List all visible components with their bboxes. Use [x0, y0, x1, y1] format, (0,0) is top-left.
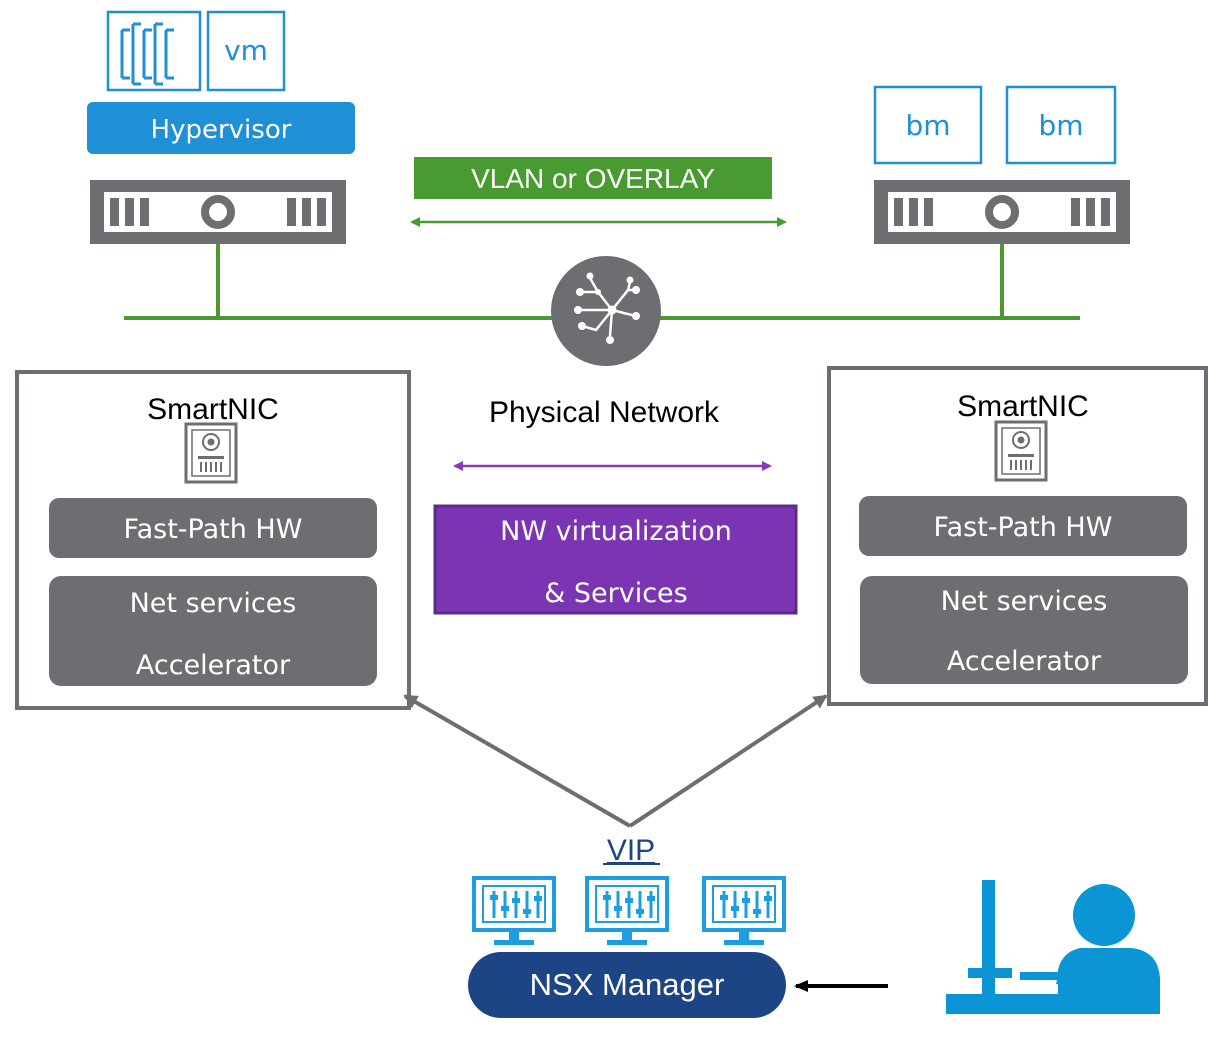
right-smartnic-panel: SmartNIC Fast-Path HW Net services Accel…	[827, 366, 1208, 706]
right-smartnic-title: SmartNIC	[957, 390, 1089, 423]
nw-virtualization-line1: NW virtualization	[500, 516, 732, 547]
nw-virtualization-line2: & Services	[544, 578, 688, 609]
nsx-manager-label: NSX Manager	[530, 967, 725, 1002]
right-fast-path-box: Fast-Path HW	[859, 496, 1187, 556]
bm-box-2: bm	[1005, 85, 1117, 165]
transport-badge: VLAN or OVERLAY	[414, 157, 772, 199]
right-server-icon	[874, 180, 1130, 244]
left-fast-path-label: Fast-Path HW	[124, 514, 303, 545]
hypervisor-label: Hypervisor	[151, 115, 292, 145]
bm-label-1: bm	[905, 109, 950, 142]
physical-network-label: Physical Network	[489, 396, 720, 429]
right-net-services-box: Net services Accelerator	[860, 576, 1188, 684]
network-switch-icon	[551, 256, 661, 366]
bm-box-1: bm	[873, 85, 983, 165]
right-net-services-line2: Accelerator	[947, 646, 1102, 677]
bm-label-2: bm	[1038, 109, 1083, 142]
manager-node-icon-1	[472, 876, 556, 947]
left-fast-path-box: Fast-Path HW	[49, 498, 377, 558]
mgmt-arrow-left	[403, 694, 632, 828]
left-smartnic-card-icon	[184, 422, 238, 484]
right-smartnic-card-icon	[994, 420, 1048, 482]
left-net-services-line1: Net services	[130, 588, 297, 619]
manager-node-icon-2	[585, 876, 669, 947]
transport-label: VLAN or OVERLAY	[471, 163, 715, 194]
nw-virtualization-box: NW virtualization & Services	[433, 504, 798, 615]
vm-box: vm	[206, 10, 286, 92]
mgmt-arrow-right	[628, 694, 828, 828]
container-icon	[106, 10, 202, 92]
left-smartnic-panel: SmartNIC Fast-Path HW Net services Accel…	[15, 370, 411, 710]
left-net-services-box: Net services Accelerator	[49, 576, 377, 686]
hypervisor-bar: Hypervisor	[87, 102, 355, 154]
vm-label: vm	[224, 34, 268, 67]
manager-node-icon-3	[702, 876, 786, 947]
left-server-icon	[90, 180, 346, 244]
left-smartnic-title: SmartNIC	[147, 393, 279, 426]
left-net-services-line2: Accelerator	[136, 650, 291, 681]
nsx-manager-pill[interactable]: NSX Manager	[468, 952, 786, 1018]
vip-label[interactable]: VIP	[607, 834, 655, 867]
admin-user-icon	[946, 880, 1160, 1014]
right-net-services-line1: Net services	[941, 586, 1108, 617]
right-fast-path-label: Fast-Path HW	[934, 512, 1113, 543]
